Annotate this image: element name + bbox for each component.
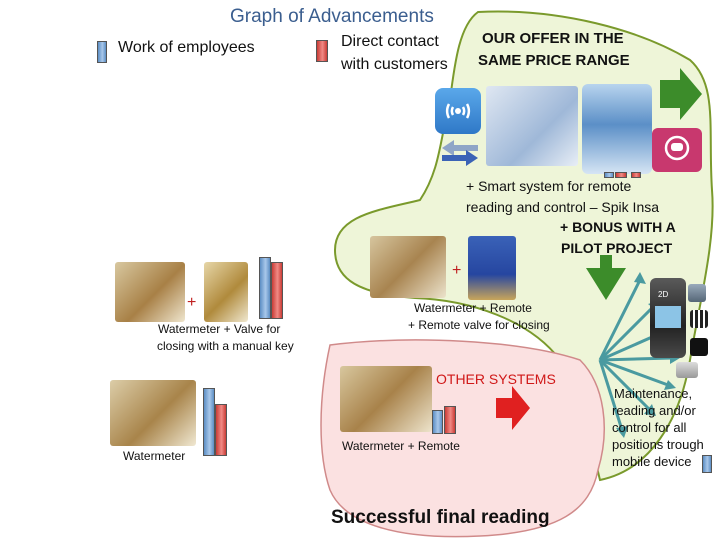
remote-watermeter-photo [486,86,578,166]
valve-meter-photo [115,262,185,322]
valve-blue-bar [259,257,271,319]
legend-red-bar [316,40,328,62]
valve-label-line-1: Watermeter + Valve for [158,322,281,336]
remote-valve-meter-photo [370,236,446,298]
maintenance-line-2: reading and/or [612,403,696,418]
offer-line-1: OUR OFFER IN THE [482,30,624,47]
maintenance-line-1: Maintenance, [614,386,693,401]
watermeter-blue-bar [203,388,215,456]
bonus-line-1: + BONUS WITH A [560,219,676,235]
watermeter-label: Watermeter [123,449,186,463]
legend-blue-bar [97,41,107,63]
accessibility-icon [690,338,708,356]
valve-red-bar [271,262,283,319]
offer-red-bar-2 [631,172,641,178]
remote-valve-photo [468,236,516,300]
handheld-device-photo: 2D [650,278,686,358]
page-title: Graph of Advancements [230,6,434,27]
watermeter-photo [110,380,196,446]
final-reading-label: Successful final reading [331,507,550,528]
digital-meter-photo [582,84,652,174]
remote-valve-line-2: + Remote valve for closing [408,318,550,332]
support-agent-icon [652,128,702,172]
plus-sign-valve: + [187,294,197,311]
remote-label: Watermeter + Remote [342,439,460,453]
legend-contact-label-2: with customers [341,56,448,73]
valve-label-line-2: closing with a manual key [157,339,294,353]
green-arrow-right [660,68,702,120]
other-systems-label: OTHER SYSTEMS [436,371,556,387]
remote-red-bar [444,406,456,434]
remote-valve-line-1: Watermeter + Remote [414,301,532,315]
remote-blue-bar [432,410,443,434]
offer-line-2: SAME PRICE RANGE [478,52,630,69]
offer-red-bar [615,172,627,178]
scanner-icon [688,284,706,302]
maintenance-line-3: control for all [612,420,687,435]
watermeter-red-bar [215,404,227,456]
sync-arrows-icon [440,140,480,166]
bonus-line-2: PILOT PROJECT [561,240,673,256]
green-arrow-down [586,255,626,300]
qr-code-icon [690,310,708,328]
smart-system-line-1: + Smart system for remote [466,178,632,194]
smart-system-line-2: reading and control – Spik Insa [466,199,660,215]
device-screen [655,306,681,328]
red-arrow-right [496,386,530,430]
manual-valve-photo [204,262,248,322]
device-label: 2D [658,290,669,299]
offer-blue-bar [604,172,614,178]
maintenance-blue-bar [702,455,712,473]
hand-device-icon [676,362,698,378]
plus-sign-remote: + [452,262,462,279]
wifi-app-icon [435,88,481,134]
maintenance-line-4: positions trough [612,437,704,452]
teal-arrow-fan [598,279,673,431]
maintenance-line-5: mobile device [612,454,692,469]
legend-contact-label-1: Direct contact [341,33,439,50]
remote-meter-photo [340,366,432,432]
legend-work-label: Work of employees [118,39,255,56]
